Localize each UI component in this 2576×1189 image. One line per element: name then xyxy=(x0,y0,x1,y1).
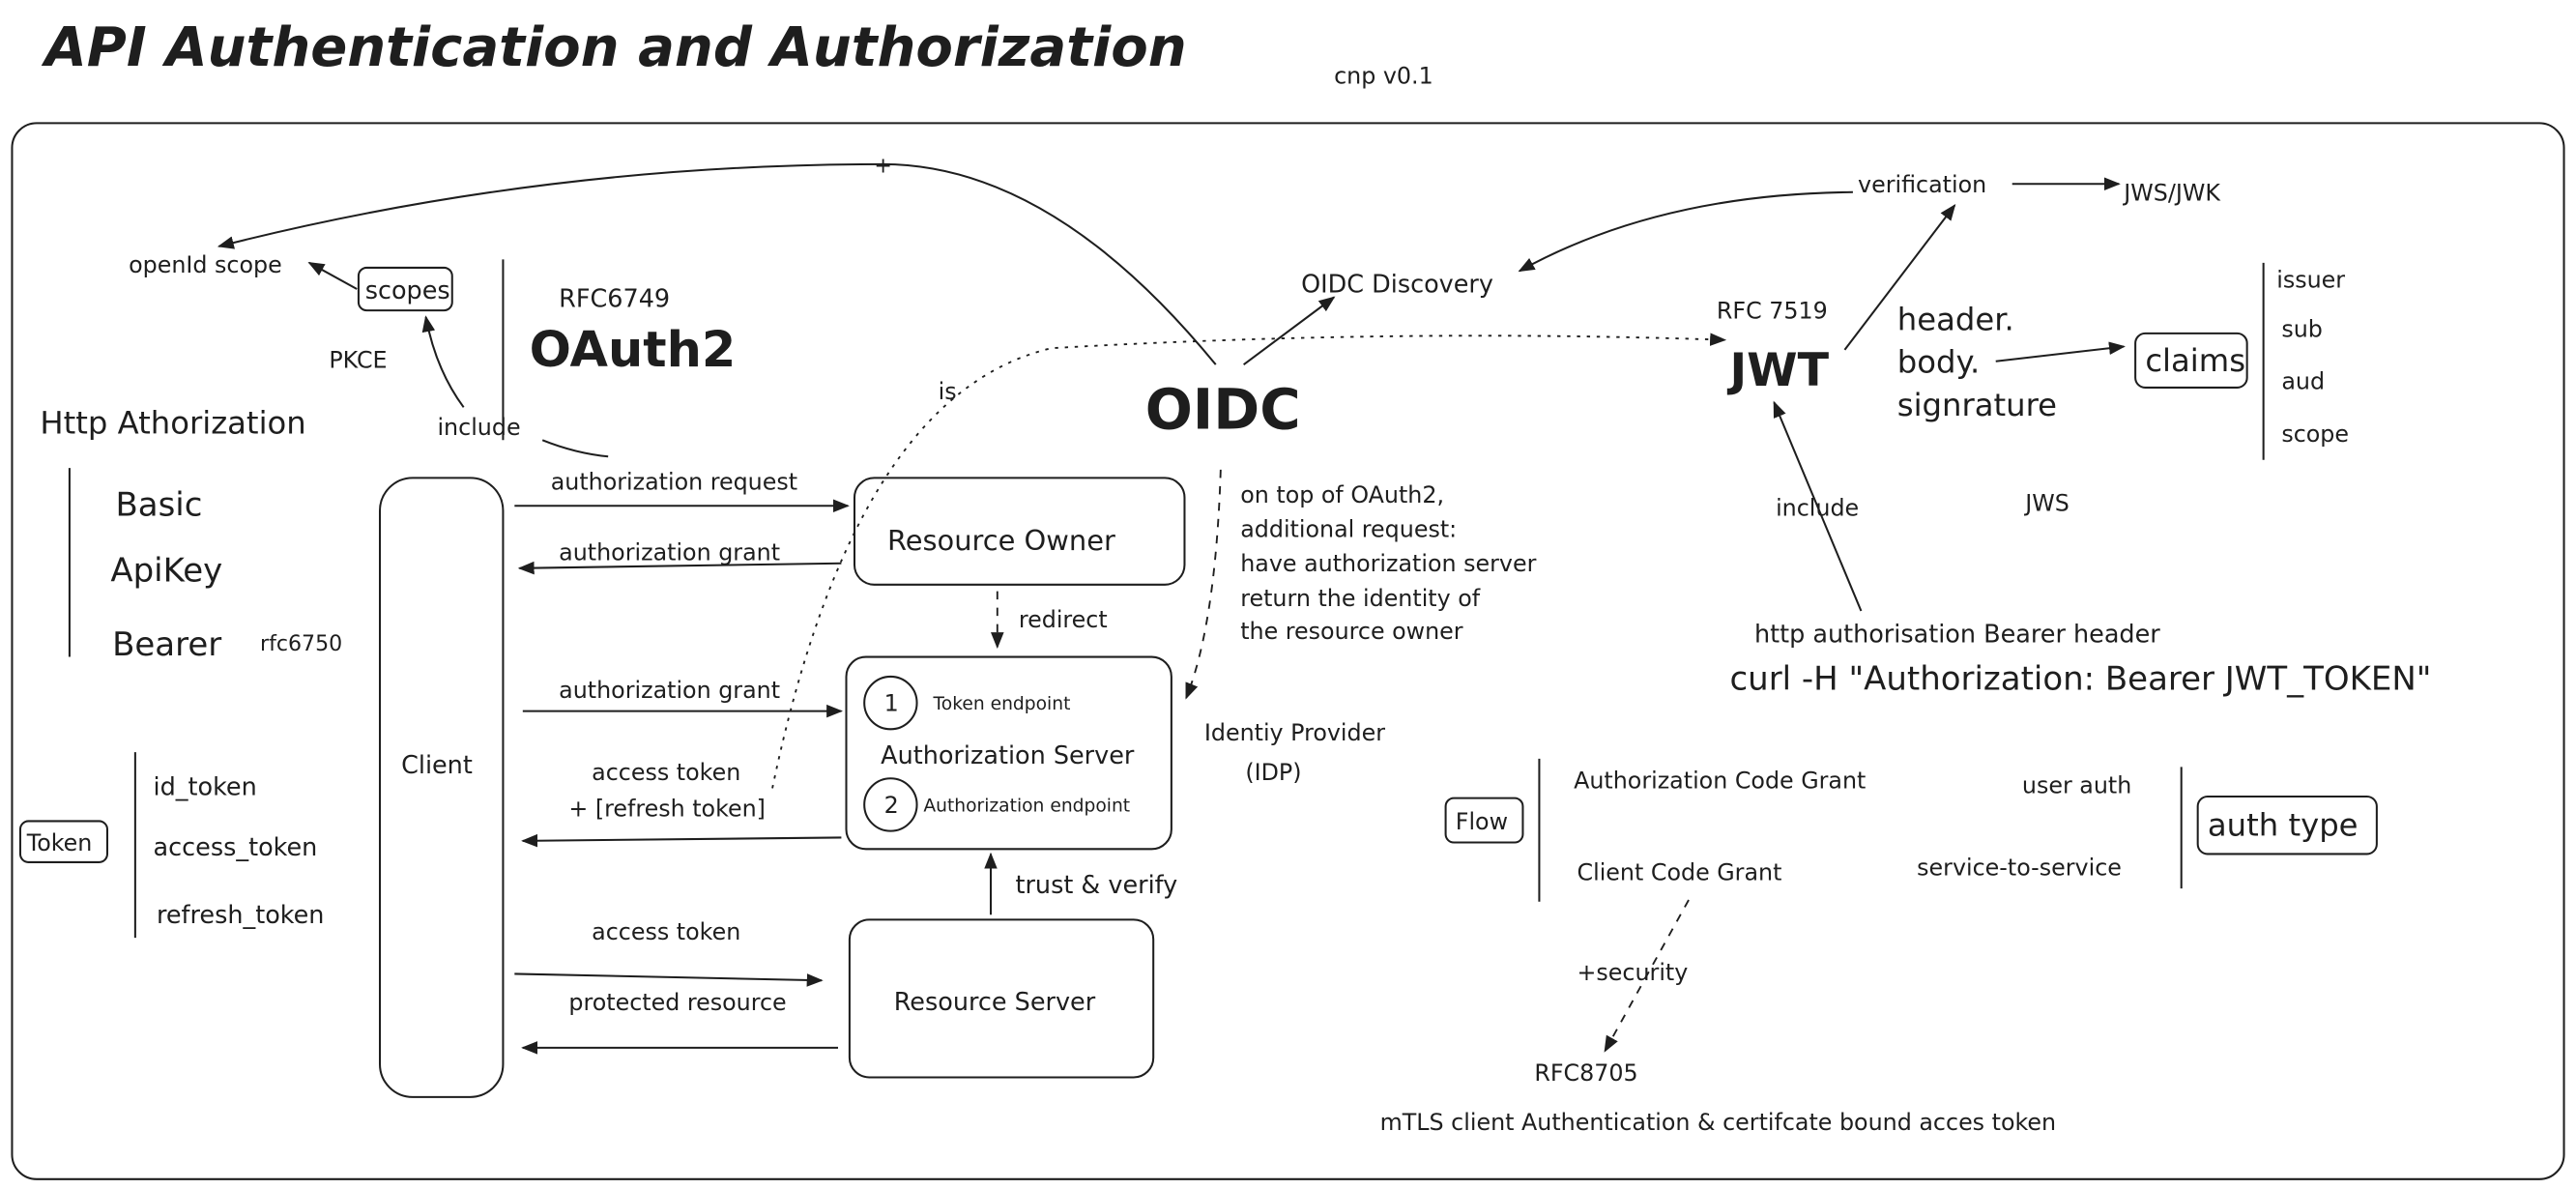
oidc-description-line-3: have authorization server xyxy=(1240,550,1536,577)
client-box xyxy=(378,477,505,1098)
is-label: is xyxy=(939,378,957,405)
verification-label: verification xyxy=(1858,171,1986,198)
flow-box xyxy=(1444,797,1524,844)
token-endpoint-label: Token endpoint xyxy=(933,694,1071,714)
mtls-description: mTLS client Authentication & certifcate … xyxy=(1380,1109,2056,1136)
jwt-part-signature: signrature xyxy=(1897,387,2057,423)
resource-owner-box xyxy=(853,477,1186,586)
jws-label: JWS xyxy=(2023,489,2069,516)
oidc-description-line-2: additional request: xyxy=(1240,516,1457,543)
curl-example: curl -H "Authorization: Bearer JWT_TOKEN… xyxy=(1730,660,2432,699)
bearer-header-label: http authorisation Bearer header xyxy=(1754,620,2160,649)
token-endpoint-number: 1 xyxy=(884,690,899,717)
refresh-token-label: + [refresh token] xyxy=(568,795,766,822)
access-token-label-1: access token xyxy=(592,759,740,786)
flow-auth-code-grant: Authorization Code Grant xyxy=(1574,767,1866,794)
oidc-to-openid-arrow xyxy=(217,162,1217,365)
version-label: cnp v0.1 xyxy=(1334,63,1433,90)
diagram-frame xyxy=(11,122,2565,1180)
jwt-title: JWT xyxy=(1727,344,1830,397)
token-refresh: refresh_token xyxy=(157,901,325,930)
include-label: include xyxy=(437,414,520,441)
claim-issuer: issuer xyxy=(2276,266,2345,293)
include-connector xyxy=(541,439,609,458)
flow-client-code-grant: Client Code Grant xyxy=(1577,859,1782,886)
auth-type-user: user auth xyxy=(2022,772,2131,799)
jwt-rfc: RFC 7519 xyxy=(1717,298,1828,325)
claim-sub: sub xyxy=(2281,315,2323,342)
authorization-grant-arrow-1 xyxy=(517,561,842,575)
openid-scope-label: openId scope xyxy=(129,251,282,278)
jwt-part-header: header. xyxy=(1897,301,2014,337)
auth-endpoint-label: Authorization endpoint xyxy=(923,796,1130,816)
idp-label: Identiy Provider xyxy=(1204,719,1385,746)
plus-label: + xyxy=(874,154,891,178)
jwt-include-label: include xyxy=(1776,494,1859,521)
token-label: Token xyxy=(26,829,93,856)
oauth-rfc: RFC6749 xyxy=(559,285,670,314)
http-auth-basic: Basic xyxy=(115,485,202,524)
body-to-claims-arrow xyxy=(1995,341,2126,362)
protected-resource-label: protected resource xyxy=(568,989,786,1016)
claim-scope: scope xyxy=(2281,420,2349,448)
include-to-scopes-arrow xyxy=(421,315,465,408)
page-title: API Authentication and Authorization xyxy=(41,16,1186,79)
oidc-to-authserver-arrow xyxy=(1185,469,1222,700)
verification-to-discovery-arrow xyxy=(1518,190,1853,273)
access-token-arrow-1 xyxy=(521,833,842,848)
http-auth-title: Http Athorization xyxy=(40,405,305,442)
oidc-description-line-5: the resource owner xyxy=(1240,618,1463,645)
auth-endpoint-badge xyxy=(863,777,918,832)
jws-jwk-label: JWS/JWK xyxy=(2122,179,2221,206)
flow-label: Flow xyxy=(1456,808,1508,835)
claim-aud: aud xyxy=(2281,368,2325,395)
resource-server-label: Resource Server xyxy=(894,988,1096,1017)
scopes-box xyxy=(357,266,453,312)
scopes-to-openid-arrow xyxy=(307,261,358,290)
client-label: Client xyxy=(401,751,473,780)
oidc-description-line-1: on top of OAuth2, xyxy=(1240,481,1444,508)
auth-type-label: auth type xyxy=(2208,807,2359,844)
access-token-label-2: access token xyxy=(592,918,740,945)
http-auth-bearer: Bearer xyxy=(112,625,221,664)
http-auth-apikey: ApiKey xyxy=(110,551,222,590)
token-id: id_token xyxy=(154,772,257,801)
oidc-description-line-4: return the identity of xyxy=(1240,585,1481,612)
token-endpoint-badge xyxy=(863,675,918,731)
idp-short-label: (IDP) xyxy=(1245,759,1301,786)
security-label: +security xyxy=(1577,959,1689,986)
claims-box xyxy=(2134,332,2248,389)
oidc-discovery-arrow xyxy=(1243,296,1336,365)
security-arrow xyxy=(1604,899,1690,1053)
jwt-part-body: body. xyxy=(1897,344,1980,381)
auth-type-service: service-to-service xyxy=(1917,855,2122,882)
authorization-server-box xyxy=(845,655,1172,851)
oauth-title: OAuth2 xyxy=(530,322,737,379)
access-token-arrow-2 xyxy=(514,972,824,987)
auth-type-box xyxy=(2196,795,2378,856)
oidc-is-jwt-arrow xyxy=(771,333,1727,789)
trust-verify-label: trust & verify xyxy=(1015,871,1177,900)
oidc-discovery-label: OIDC Discovery xyxy=(1301,270,1493,299)
auth-endpoint-number: 2 xyxy=(884,792,899,819)
resource-owner-label: Resource Owner xyxy=(887,524,1115,557)
pkce-label: PKCE xyxy=(329,347,387,374)
resource-server-box xyxy=(848,918,1155,1079)
redirect-label: redirect xyxy=(1019,606,1108,633)
mtls-rfc: RFC8705 xyxy=(1534,1059,1637,1087)
authorization-request-label: authorization request xyxy=(551,468,797,495)
authorization-grant-label-2: authorization grant xyxy=(559,677,780,704)
include-to-jwt-arrow xyxy=(1773,400,1863,612)
scopes-label: scopes xyxy=(365,276,450,305)
authorization-server-label: Authorization Server xyxy=(881,741,1135,770)
claims-label: claims xyxy=(2145,342,2245,379)
token-box xyxy=(18,820,109,863)
authorization-grant-label-1: authorization grant xyxy=(559,538,780,566)
token-access: access_token xyxy=(154,833,318,862)
oidc-title: OIDC xyxy=(1145,376,1301,442)
bearer-rfc: rfc6750 xyxy=(260,632,342,656)
jwt-to-verification-arrow xyxy=(1843,204,1956,351)
